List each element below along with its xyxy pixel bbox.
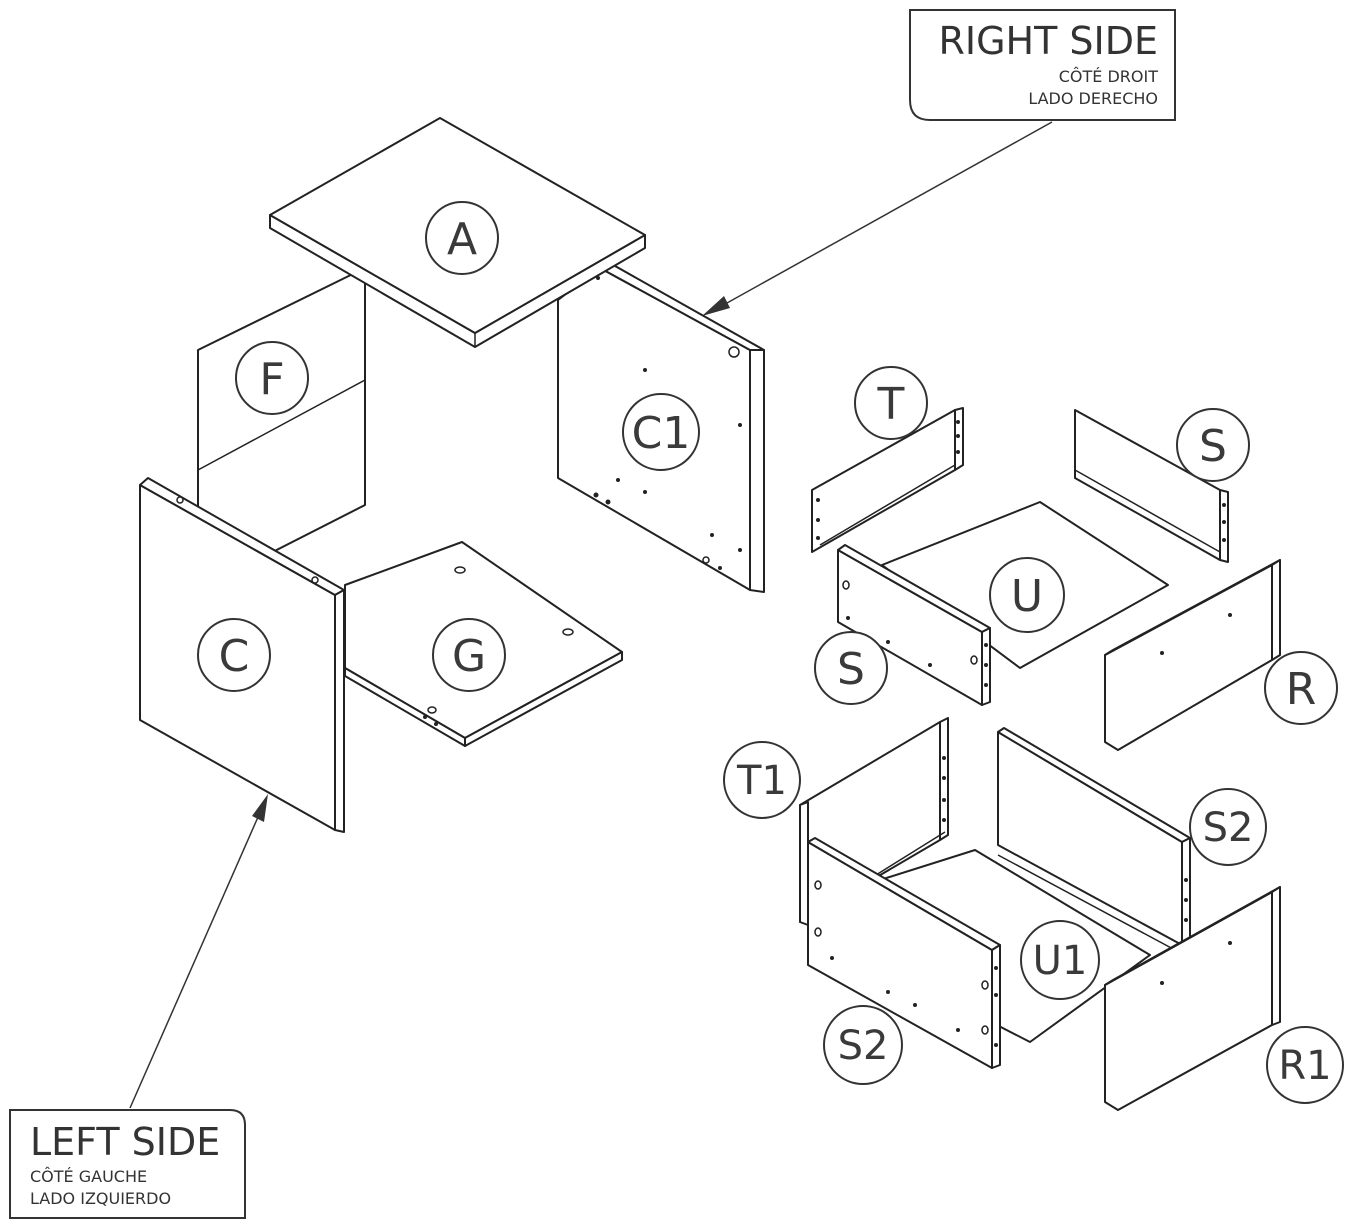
callout-left-line1: CÔTÉ GAUCHE	[30, 1167, 147, 1186]
svg-text:U1: U1	[1033, 938, 1088, 984]
svg-text:T1: T1	[736, 758, 787, 804]
svg-text:U: U	[1011, 571, 1043, 622]
svg-text:S: S	[1199, 421, 1227, 472]
part-label-s-mid: S	[814, 631, 888, 705]
panel-s-top	[1074, 409, 1229, 563]
callout-right-line1: CÔTÉ DROIT	[1059, 67, 1158, 86]
part-label-t1: T1	[723, 741, 801, 819]
part-label-t: T	[854, 366, 928, 440]
svg-text:R: R	[1286, 664, 1317, 715]
callout-right-title: RIGHT SIDE	[938, 19, 1158, 63]
part-label-r: R	[1264, 651, 1338, 725]
svg-text:C: C	[219, 631, 250, 682]
panel-s2-bottom	[807, 837, 1001, 1069]
part-label-f: F	[235, 341, 309, 415]
part-label-r1: R1	[1266, 1026, 1344, 1104]
part-label-c: C	[197, 618, 271, 692]
part-label-s-top: S	[1176, 408, 1250, 482]
panel-r	[1104, 559, 1281, 751]
part-label-g: G	[432, 618, 506, 692]
callout-left-line2: LADO IZQUIERDO	[30, 1189, 171, 1208]
panel-r1	[1104, 886, 1281, 1111]
svg-text:S2: S2	[1203, 805, 1254, 851]
part-label-u: U	[989, 557, 1065, 633]
part-label-s2-bottom: S2	[823, 1005, 903, 1085]
part-label-c1: C1	[622, 393, 700, 471]
svg-text:C1: C1	[632, 408, 691, 459]
svg-text:R1: R1	[1278, 1043, 1331, 1089]
part-label-u1: U1	[1020, 920, 1100, 1000]
svg-text:F: F	[259, 354, 284, 405]
svg-text:G: G	[452, 631, 486, 682]
svg-text:T: T	[877, 379, 905, 430]
part-label-a: A	[425, 201, 499, 275]
part-label-s2-right: S2	[1189, 788, 1267, 866]
svg-text:S: S	[837, 644, 865, 695]
callout-left-title: LEFT SIDE	[30, 1120, 220, 1164]
panel-s-mid	[837, 544, 991, 706]
svg-text:S2: S2	[838, 1023, 889, 1069]
callout-right-line2: LADO DERECHO	[1028, 89, 1158, 108]
svg-text:A: A	[447, 214, 477, 265]
panel-t	[811, 407, 964, 553]
callout-left-side: LEFT SIDE CÔTÉ GAUCHE LADO IZQUIERDO	[9, 794, 268, 1219]
callout-right-side: RIGHT SIDE CÔTÉ DROIT LADO DERECHO	[702, 9, 1176, 316]
